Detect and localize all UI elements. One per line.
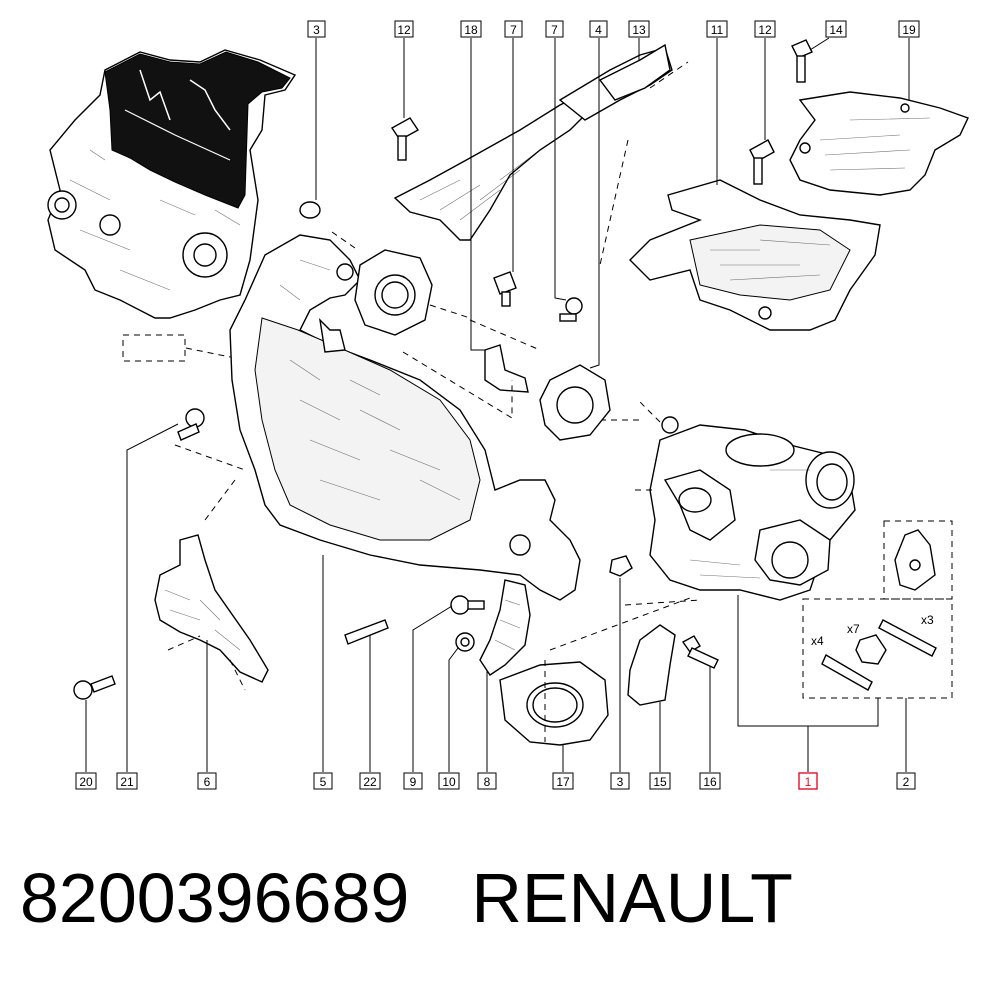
svg-text:12: 12 [397, 23, 411, 37]
callout-19[interactable]: 19 [898, 20, 920, 38]
bush-3-top [299, 201, 321, 219]
callout-10[interactable]: 10 [438, 772, 460, 790]
part-footer: 8200396689 RENAULT [20, 858, 793, 948]
bolt-20 [73, 675, 116, 700]
callout-7-b[interactable]: 7 [545, 20, 564, 38]
bolt-12-top [390, 117, 420, 161]
gasket-17 [499, 661, 609, 746]
svg-text:7: 7 [510, 23, 517, 37]
turbocharger [649, 416, 856, 601]
nut-x7 [855, 634, 887, 665]
stud-7-right [559, 297, 583, 322]
callout-6[interactable]: 6 [197, 772, 217, 790]
svg-text:9: 9 [410, 775, 417, 789]
reference-box [122, 334, 186, 362]
callout-3-bottom[interactable]: 3 [610, 772, 630, 790]
bolt-9 [450, 595, 485, 615]
svg-text:14: 14 [829, 23, 843, 37]
stud-long-x3 [878, 619, 937, 657]
svg-text:20: 20 [79, 775, 93, 789]
bracket-15 [627, 624, 676, 706]
part-number: 8200396689 [20, 859, 410, 937]
qty-studs-short: x4 [811, 634, 824, 648]
heat-shield-11 [629, 179, 881, 331]
callout-4[interactable]: 4 [589, 20, 608, 38]
callout-20[interactable]: 20 [75, 772, 97, 790]
svg-text:2: 2 [903, 775, 910, 789]
svg-text:22: 22 [363, 775, 377, 789]
callout-9[interactable]: 9 [403, 772, 423, 790]
svg-text:17: 17 [556, 775, 570, 789]
svg-text:3: 3 [313, 23, 320, 37]
callout-8[interactable]: 8 [477, 772, 497, 790]
svg-text:13: 13 [632, 23, 646, 37]
engine-block-illustration [47, 49, 297, 319]
heat-shield-19 [789, 91, 969, 196]
svg-text:4: 4 [595, 23, 602, 37]
svg-text:3: 3 [617, 775, 624, 789]
callout-15[interactable]: 15 [649, 772, 671, 790]
bolt-16 [681, 635, 719, 669]
exploded-parts-diagram: x3 x7 x4 3 12 18 7 7 4 [47, 20, 969, 790]
exhaust-manifold [229, 234, 581, 601]
bolt-14 [791, 39, 813, 83]
svg-text:10: 10 [442, 775, 456, 789]
qty-nuts: x7 [847, 622, 860, 636]
bolt-12-right [749, 139, 775, 185]
callout-11[interactable]: 11 [706, 20, 728, 38]
callout-7-a[interactable]: 7 [504, 20, 523, 38]
qty-studs-long: x3 [921, 613, 934, 627]
gasket-4 [539, 364, 611, 441]
heat-shield-8 [479, 579, 531, 676]
callout-12-right[interactable]: 12 [754, 20, 776, 38]
svg-text:15: 15 [653, 775, 667, 789]
heat-shield-bracket [393, 43, 673, 241]
callout-1-selected[interactable]: 1 [798, 772, 818, 790]
nut-10 [455, 632, 475, 652]
svg-text:18: 18 [464, 23, 478, 37]
callout-3-top[interactable]: 3 [307, 20, 326, 38]
callout-18[interactable]: 18 [460, 20, 482, 38]
svg-text:11: 11 [711, 23, 724, 37]
svg-text:5: 5 [320, 775, 327, 789]
svg-text:8: 8 [484, 775, 491, 789]
callout-12-top[interactable]: 12 [394, 20, 414, 38]
svg-text:21: 21 [120, 775, 134, 789]
lubricant-sachet-icon [894, 529, 936, 591]
svg-text:6: 6 [204, 775, 211, 789]
bracket-18 [484, 344, 529, 393]
callout-16[interactable]: 16 [699, 772, 721, 790]
svg-text:16: 16 [703, 775, 717, 789]
brand-name: RENAULT [471, 859, 793, 937]
bolt-21 [177, 408, 205, 441]
callout-22[interactable]: 22 [359, 772, 381, 790]
bolt-7 [493, 271, 517, 307]
stud-short-x4 [821, 653, 873, 691]
callout-13[interactable]: 13 [628, 20, 650, 38]
callout-14[interactable]: 14 [825, 20, 847, 38]
stud-22 [344, 619, 389, 645]
callout-2[interactable]: 2 [896, 772, 916, 790]
callout-5[interactable]: 5 [313, 772, 333, 790]
callout-21[interactable]: 21 [116, 772, 138, 790]
callout-17[interactable]: 17 [552, 772, 574, 790]
svg-text:12: 12 [758, 23, 772, 37]
bracket-6 [154, 534, 269, 683]
svg-text:1: 1 [805, 775, 812, 789]
svg-text:19: 19 [902, 23, 916, 37]
svg-text:7: 7 [551, 23, 558, 37]
nut-3-bottom [609, 555, 633, 577]
